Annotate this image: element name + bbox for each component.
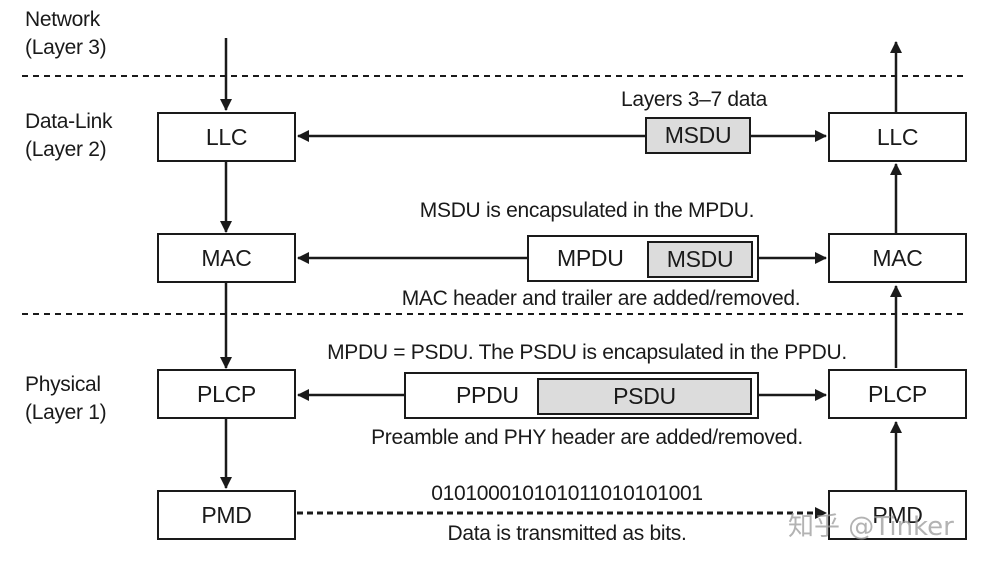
pmd-caption: Data is transmitted as bits. bbox=[447, 522, 687, 545]
layer-label-network-name: Network bbox=[25, 8, 100, 31]
left-plcp-box: PLCP bbox=[157, 369, 296, 419]
ppdu-label: PPDU bbox=[456, 382, 519, 408]
layer-label-datalink-number: (Layer 2) bbox=[25, 138, 107, 161]
mpdu-label: MPDU bbox=[557, 245, 624, 271]
layer-label-datalink: Data-Link (Layer 2) bbox=[25, 108, 112, 164]
layer-label-network: Network (Layer 3) bbox=[25, 6, 107, 62]
llc-msdu-box: MSDU bbox=[645, 117, 751, 154]
left-pmd-box: PMD bbox=[157, 490, 296, 540]
mpdu-msdu-box: MSDU bbox=[647, 241, 753, 278]
right-pmd-box: PMD bbox=[828, 490, 967, 540]
layer-label-physical-number: (Layer 1) bbox=[25, 401, 107, 424]
watermark-text: 知乎 @Tinker bbox=[788, 512, 954, 542]
right-plcp-box: PLCP bbox=[828, 369, 967, 419]
mac-caption-bottom: MAC header and trailer are added/removed… bbox=[401, 287, 801, 310]
llc-caption: Layers 3–7 data bbox=[620, 88, 768, 111]
left-mac-box: MAC bbox=[157, 233, 296, 283]
layer-label-network-number: (Layer 3) bbox=[25, 36, 107, 59]
plcp-caption-bottom: Preamble and PHY header are added/remove… bbox=[371, 426, 803, 449]
right-llc-box: LLC bbox=[828, 112, 967, 162]
ppdu-psdu-box: PSDU bbox=[537, 378, 752, 415]
left-llc-box: LLC bbox=[157, 112, 296, 162]
right-mac-box: MAC bbox=[828, 233, 967, 283]
mpdu-frame: MPDU MSDU bbox=[527, 235, 759, 282]
pmd-bit-string: 0101000101010110101010​01 bbox=[431, 482, 703, 505]
layer-label-physical-name: Physical bbox=[25, 373, 101, 396]
mac-caption-top: MSDU is encapsulated in the MPDU. bbox=[419, 199, 755, 222]
layer-label-physical: Physical (Layer 1) bbox=[25, 371, 107, 427]
layer-label-datalink-name: Data-Link bbox=[25, 110, 113, 133]
ppdu-frame: PPDU PSDU bbox=[404, 372, 759, 419]
plcp-caption-top: MPDU = PSDU. The PSDU is encapsulated in… bbox=[327, 341, 847, 364]
